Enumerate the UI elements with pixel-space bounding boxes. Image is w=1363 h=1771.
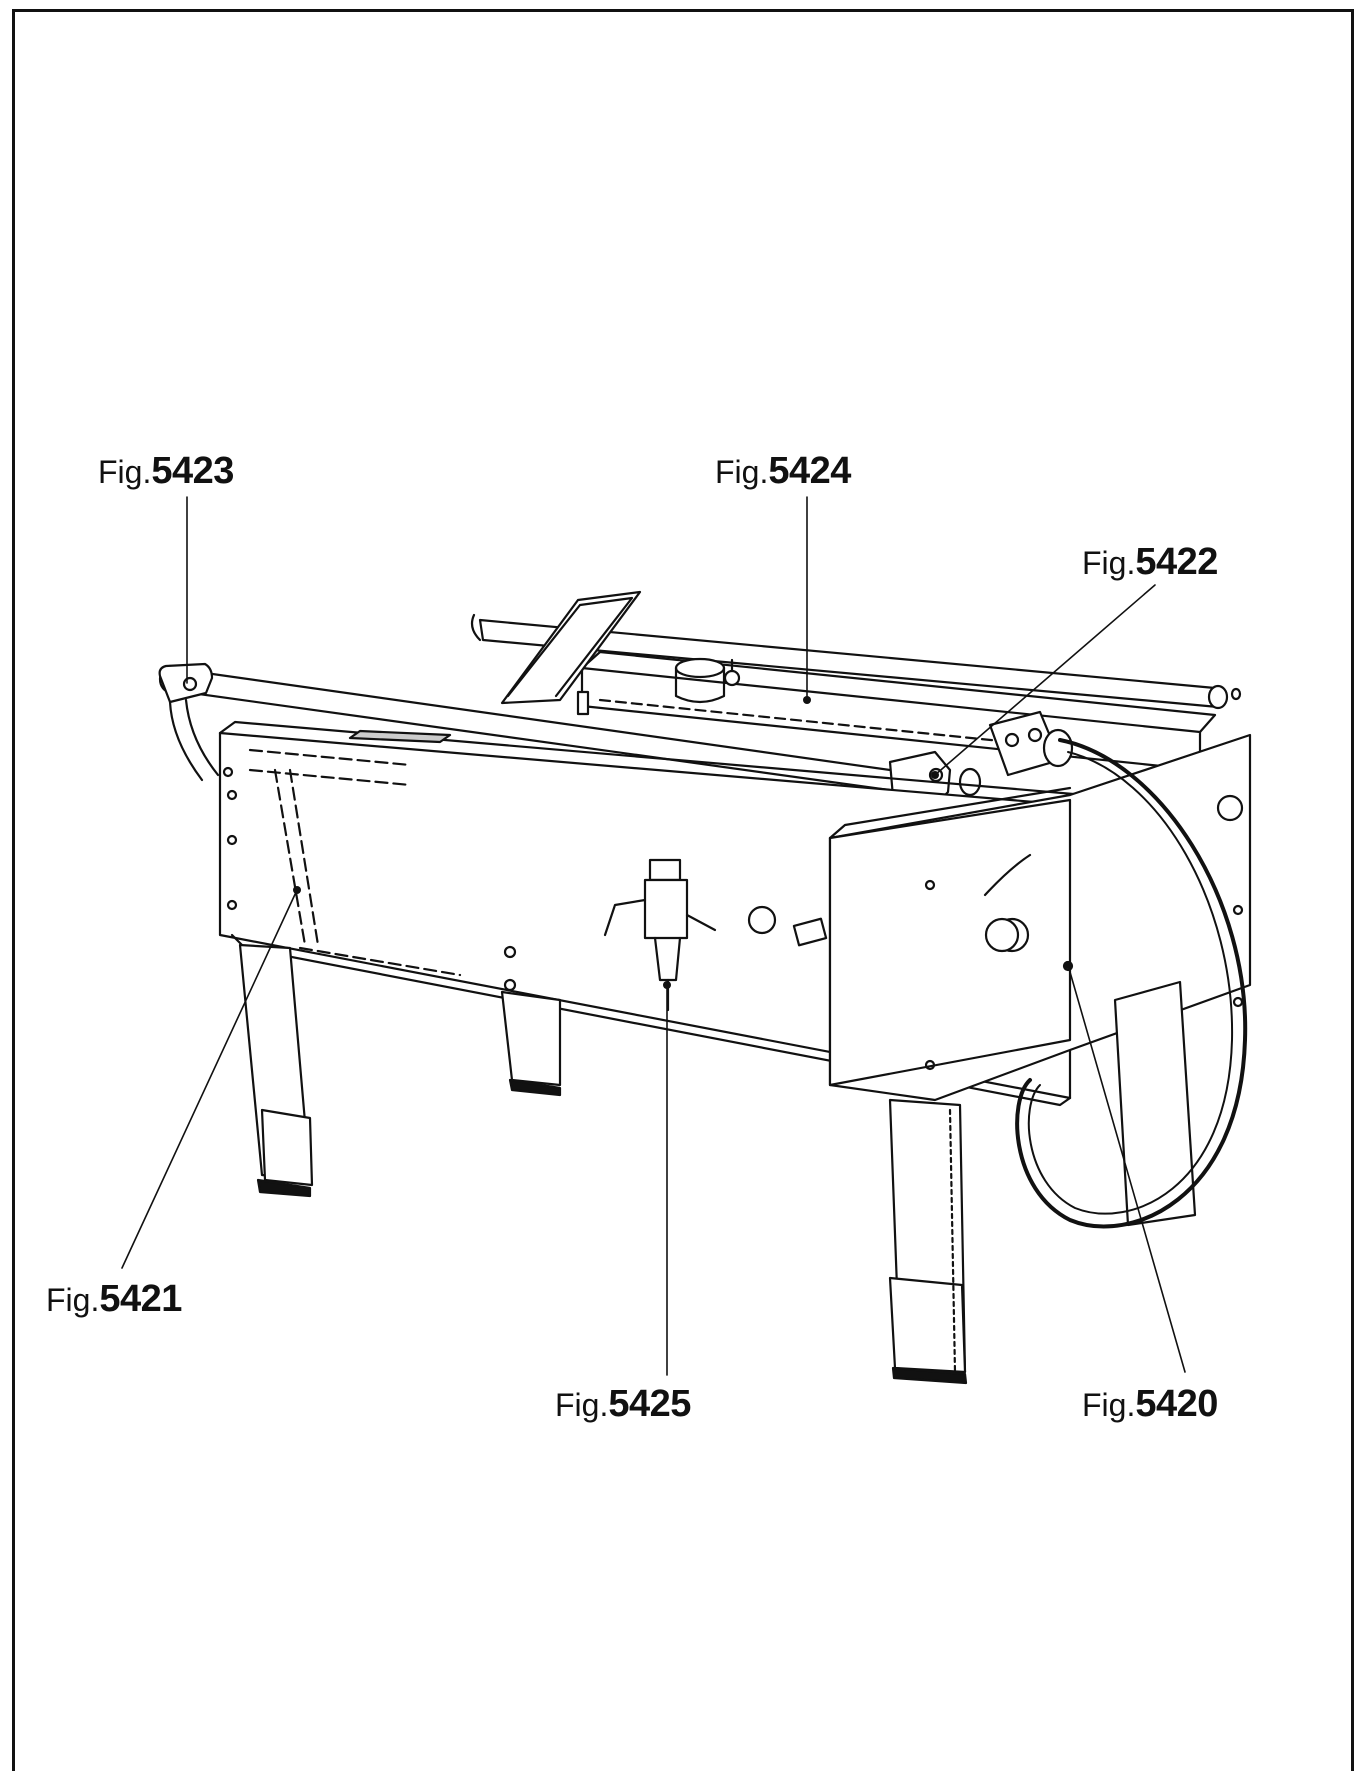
leader-dots [293,696,1072,989]
connector-block [988,710,1074,777]
callout-fig-5425: Fig.5425 [555,1385,691,1423]
leader-lines [121,496,1186,1376]
back-rail [470,613,1242,710]
callout-prefix: Fig. [98,454,152,490]
air-hose [1015,738,1248,1229]
left-clamp [158,662,220,782]
callout-prefix: Fig. [46,1282,100,1318]
callout-fig-5421: Fig.5421 [46,1280,182,1318]
callout-prefix: Fig. [1082,1387,1136,1423]
legs [238,943,1197,1385]
callout-fig-5424: Fig.5424 [715,452,851,490]
page-border [12,9,1354,1771]
air-regulator [603,858,828,1012]
callout-number: 5421 [99,1278,182,1320]
tilted-plate [500,590,642,705]
callout-number: 5423 [151,450,234,492]
callout-prefix: Fig. [555,1387,609,1423]
callout-number: 5425 [608,1383,691,1425]
callout-fig-5422: Fig.5422 [1082,543,1218,581]
callout-prefix: Fig. [1082,545,1136,581]
callout-number: 5424 [768,450,851,492]
callout-prefix: Fig. [715,454,769,490]
callout-number: 5420 [1135,1383,1218,1425]
callout-number: 5422 [1135,541,1218,583]
callout-fig-5420: Fig.5420 [1082,1385,1218,1423]
callout-fig-5423: Fig.5423 [98,452,234,490]
